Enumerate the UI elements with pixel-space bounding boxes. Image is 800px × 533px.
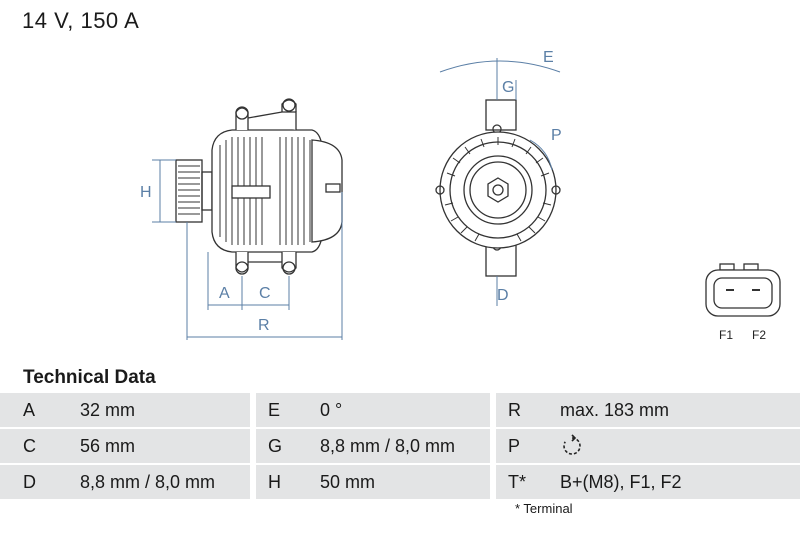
dim-label-g: G [502,79,514,96]
dim-label-e: E [543,49,554,66]
table-row: C 56 mm G 8,8 mm / 8,0 mm P [0,429,800,463]
spec-value-rotation [548,429,800,463]
dim-label-p: P [551,127,562,144]
spec-key: P [496,429,548,463]
alternator-drawing: H A C R [140,49,781,342]
dim-label-d: D [497,287,509,304]
spec-value: B+(M8), F1, F2 [548,465,800,499]
dim-label-h: H [140,184,152,201]
page-title: 14 V, 150 A [22,8,140,33]
spec-value: 50 mm [308,465,490,499]
rear-dimensions [439,58,561,306]
spec-value: 56 mm [68,429,250,463]
spec-value: 32 mm [68,393,250,427]
alternator-side-view [175,98,343,275]
spec-key: C [0,429,68,463]
spec-key: H [256,465,308,499]
technical-data-heading: Technical Data [23,367,156,388]
alternator-rear-view [435,99,561,277]
side-dimensions [152,159,343,340]
footnote: * Terminal [515,501,573,516]
spec-key: R [496,393,548,427]
dim-label-r: R [258,317,270,334]
dim-label-a: A [219,285,230,302]
spec-key: E [256,393,308,427]
table-row: D 8,8 mm / 8,0 mm H 50 mm T* B+(M8), F1,… [0,465,800,499]
table-row: A 32 mm E 0 ° R max. 183 mm [0,393,800,427]
spec-value: 8,8 mm / 8,0 mm [308,429,490,463]
spec-key: G [256,429,308,463]
spec-value: 0 ° [308,393,490,427]
technical-data-table: A 32 mm E 0 ° R max. 183 mm C 56 mm G 8,… [0,393,800,499]
spec-key: A [0,393,68,427]
connector-symbol [705,263,781,317]
spec-key: T* [496,465,548,499]
clockwise-rotation-icon [563,434,581,455]
spec-value: 8,8 mm / 8,0 mm [68,465,250,499]
connector-label-f2: F2 [752,328,766,342]
connector-label-f1: F1 [719,328,733,342]
spec-key: D [0,465,68,499]
spec-value: max. 183 mm [548,393,800,427]
dim-label-c: C [259,285,271,302]
